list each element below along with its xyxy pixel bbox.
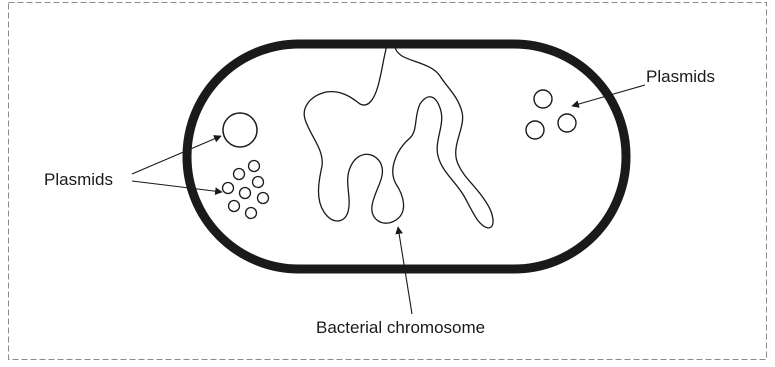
arrow-plasmids-to-cluster bbox=[132, 181, 222, 192]
label-plasmids-right: Plasmids bbox=[646, 68, 715, 85]
cell-wall bbox=[187, 44, 626, 269]
plasmid-small bbox=[258, 193, 269, 204]
plasmid-small bbox=[249, 161, 260, 172]
bacterial-chromosome bbox=[304, 44, 493, 228]
label-plasmids-left: Plasmids bbox=[44, 171, 113, 188]
arrow-plasmids-to-large bbox=[132, 136, 221, 174]
plasmid-small bbox=[234, 169, 245, 180]
plasmid-small bbox=[246, 208, 257, 219]
plasmid-small bbox=[223, 183, 234, 194]
label-bacterial-chromosome: Bacterial chromosome bbox=[316, 319, 485, 336]
plasmid-cluster-right bbox=[526, 90, 576, 139]
plasmid-small bbox=[229, 201, 240, 212]
plasmid-small bbox=[240, 188, 251, 199]
plasmid-large bbox=[223, 113, 257, 147]
plasmid-medium bbox=[558, 114, 576, 132]
plasmid-cluster-left bbox=[223, 161, 269, 219]
plasmid-medium bbox=[526, 121, 544, 139]
plasmid-medium bbox=[534, 90, 552, 108]
figure-frame bbox=[9, 3, 767, 360]
plasmid-small bbox=[253, 177, 264, 188]
